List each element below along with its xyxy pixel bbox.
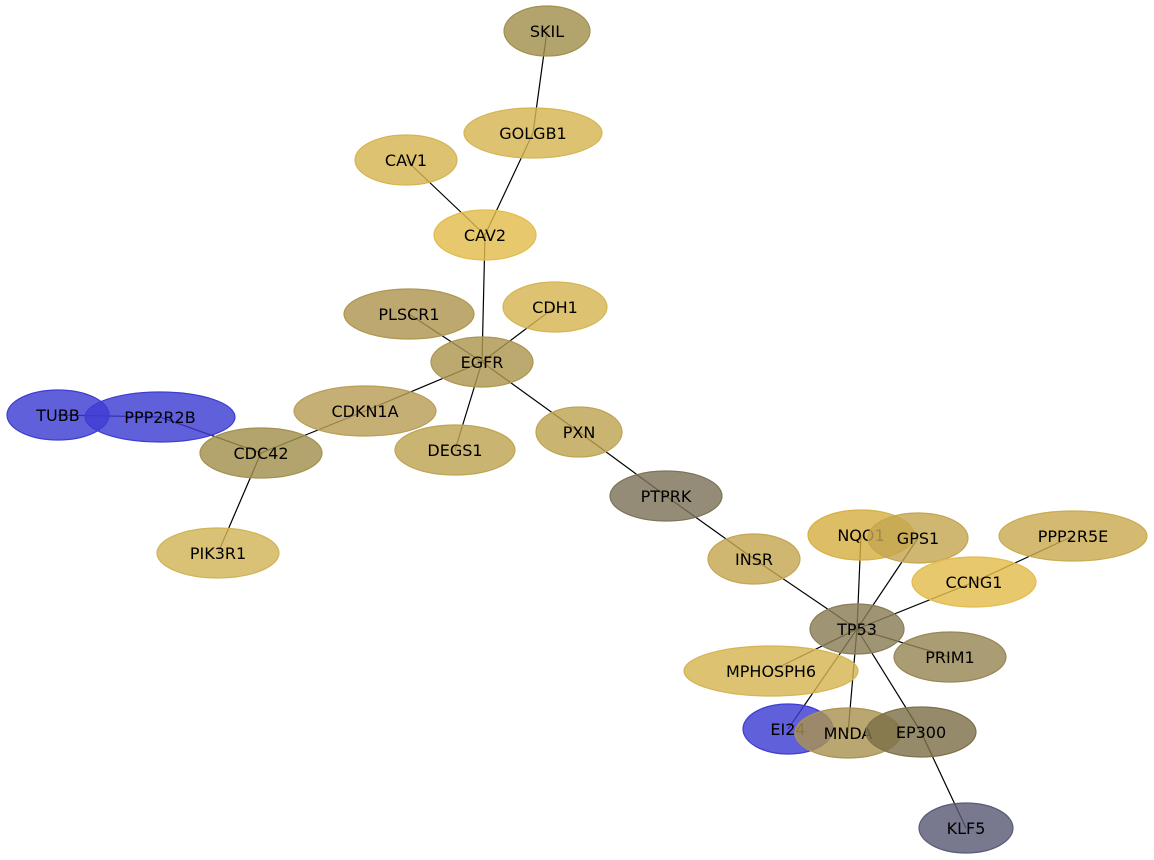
node-label: MPHOSPH6 — [726, 662, 816, 681]
node-shape — [199, 427, 323, 479]
node-gps1[interactable]: GPS1 — [867, 512, 969, 564]
node-label: PIK3R1 — [190, 544, 246, 563]
node-shape — [343, 288, 475, 340]
node-shape — [683, 645, 859, 697]
node-label: PTPRK — [641, 487, 692, 506]
node-label: CDKN1A — [331, 402, 398, 421]
node-label: CAV1 — [385, 151, 427, 170]
node-label: GOLGB1 — [499, 124, 566, 143]
node-label: KLF5 — [947, 819, 986, 838]
node-skil[interactable]: SKIL — [503, 5, 591, 57]
node-label: PPP2R5E — [1038, 527, 1109, 546]
node-ppp2r2b[interactable]: PPP2R2B — [84, 391, 236, 443]
node-shape — [867, 512, 969, 564]
node-label: CCNG1 — [946, 573, 1003, 592]
node-pik3r1[interactable]: PIK3R1 — [156, 527, 280, 579]
node-label: SKIL — [530, 22, 564, 41]
node-egfr[interactable]: EGFR — [430, 336, 534, 388]
node-shape — [84, 391, 236, 443]
node-shape — [354, 134, 458, 186]
node-cdkn1a[interactable]: CDKN1A — [293, 385, 437, 437]
node-cdc42[interactable]: CDC42 — [199, 427, 323, 479]
node-tp53[interactable]: TP53 — [809, 603, 905, 655]
node-label: PLSCR1 — [378, 305, 439, 324]
node-shape — [430, 336, 534, 388]
node-label: CDC42 — [233, 444, 288, 463]
node-shape — [707, 533, 801, 585]
node-cav1[interactable]: CAV1 — [354, 134, 458, 186]
node-shape — [998, 510, 1148, 562]
node-shape — [463, 107, 603, 159]
node-shape — [918, 802, 1014, 854]
node-shape — [609, 470, 723, 522]
node-ptprk[interactable]: PTPRK — [609, 470, 723, 522]
node-pxn[interactable]: PXN — [535, 406, 623, 458]
node-cdh1[interactable]: CDH1 — [502, 281, 608, 333]
node-shape — [809, 603, 905, 655]
node-shape — [865, 706, 977, 758]
node-shape — [911, 556, 1037, 608]
node-label: CAV2 — [464, 226, 506, 245]
node-insr[interactable]: INSR — [707, 533, 801, 585]
node-label: PXN — [563, 423, 596, 442]
node-shape — [535, 406, 623, 458]
node-cav2[interactable]: CAV2 — [433, 209, 537, 261]
node-shape — [502, 281, 608, 333]
node-klf5[interactable]: KLF5 — [918, 802, 1014, 854]
node-label: INSR — [735, 550, 773, 569]
node-shape — [293, 385, 437, 437]
node-ccng1[interactable]: CCNG1 — [911, 556, 1037, 608]
node-label: TP53 — [836, 620, 877, 639]
node-label: MNDA — [824, 724, 873, 743]
node-label: EP300 — [896, 723, 946, 742]
node-label: GPS1 — [897, 529, 939, 548]
node-ep300[interactable]: EP300 — [865, 706, 977, 758]
node-shape — [156, 527, 280, 579]
node-label: PPP2R2B — [124, 408, 195, 427]
node-golgb1[interactable]: GOLGB1 — [463, 107, 603, 159]
node-plscr1[interactable]: PLSCR1 — [343, 288, 475, 340]
node-degs1[interactable]: DEGS1 — [394, 424, 516, 476]
node-shape — [893, 631, 1007, 683]
node-shape — [394, 424, 516, 476]
node-label: DEGS1 — [427, 441, 482, 460]
node-tubb[interactable]: TUBB — [6, 389, 110, 441]
node-shape — [503, 5, 591, 57]
node-label: PRIM1 — [925, 648, 974, 667]
node-label: CDH1 — [532, 298, 578, 317]
node-label: EGFR — [461, 353, 504, 372]
node-mphosph6[interactable]: MPHOSPH6 — [683, 645, 859, 697]
node-label: TUBB — [35, 406, 79, 425]
node-ppp2r5e[interactable]: PPP2R5E — [998, 510, 1148, 562]
node-shape — [433, 209, 537, 261]
node-prim1[interactable]: PRIM1 — [893, 631, 1007, 683]
